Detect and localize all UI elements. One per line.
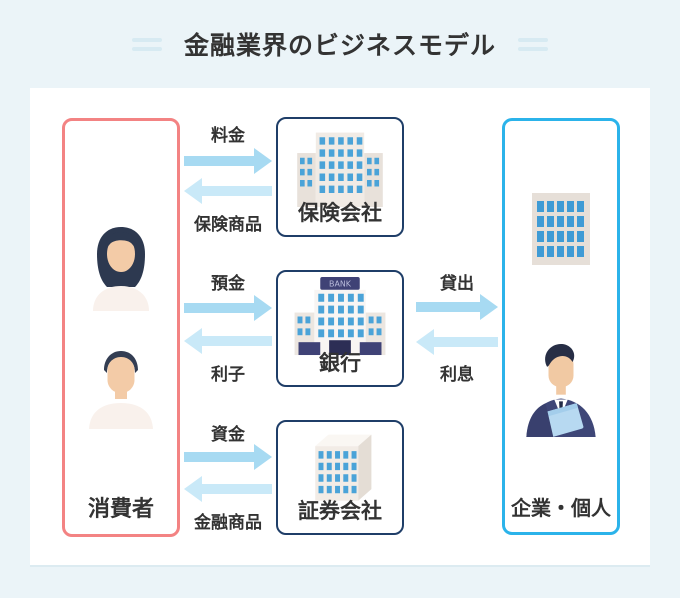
bank-box: BANK 銀行: [276, 270, 404, 387]
page-title: 金融業界のビジネスモデル: [183, 31, 496, 60]
securities-company-box: 証券会社: [276, 420, 404, 535]
consumer-group-box: 消費者: [62, 118, 180, 537]
man-icon: [76, 345, 166, 433]
arrow-insurance-product-left: [184, 178, 272, 204]
title-decoration-left: [131, 37, 162, 51]
woman-icon: [76, 223, 166, 315]
bank-sign-text: BANK: [329, 279, 352, 288]
bank-label: 銀行: [319, 351, 361, 375]
flow-label-deposit: 預金: [211, 274, 245, 294]
arrow-interest-consumer-left: [184, 328, 272, 354]
flow-label-premium: 料金: [211, 126, 245, 146]
arrow-funds-right: [184, 444, 272, 470]
flow-label-interest-bank: 利息: [440, 365, 474, 385]
consumer-label: 消費者: [87, 497, 154, 522]
securities-label: 証券会社: [298, 499, 382, 523]
office-building-icon: [288, 127, 392, 211]
title-decoration-right: [518, 37, 548, 51]
flow-label-loan: 貸出: [440, 274, 474, 294]
flow-label-funds: 資金: [211, 425, 245, 445]
flow-label-financial-product: 金融商品: [194, 513, 262, 533]
arrow-financial-product-left: [184, 476, 272, 502]
arrow-interest-bank-left: [416, 329, 498, 355]
arrow-premium-right: [184, 148, 272, 174]
company-building-icon: [529, 191, 593, 271]
arrow-deposit-right: [184, 295, 272, 321]
bank-building-icon: BANK: [288, 277, 392, 361]
cube-building-icon: [288, 428, 392, 508]
arrow-loan-right: [416, 294, 498, 320]
flow-label-insurance-product: 保険商品: [194, 215, 262, 235]
company-individual-box: 企業・個人: [502, 118, 620, 535]
insurance-company-box: 保険会社: [276, 117, 404, 237]
title-row: 金融業界のビジネスモデル: [0, 26, 680, 62]
flow-label-interest-consumer: 利子: [211, 365, 245, 385]
company-individual-label: 企業・個人: [511, 496, 611, 520]
businessman-icon: [513, 337, 609, 441]
insurance-label: 保険会社: [298, 201, 382, 225]
